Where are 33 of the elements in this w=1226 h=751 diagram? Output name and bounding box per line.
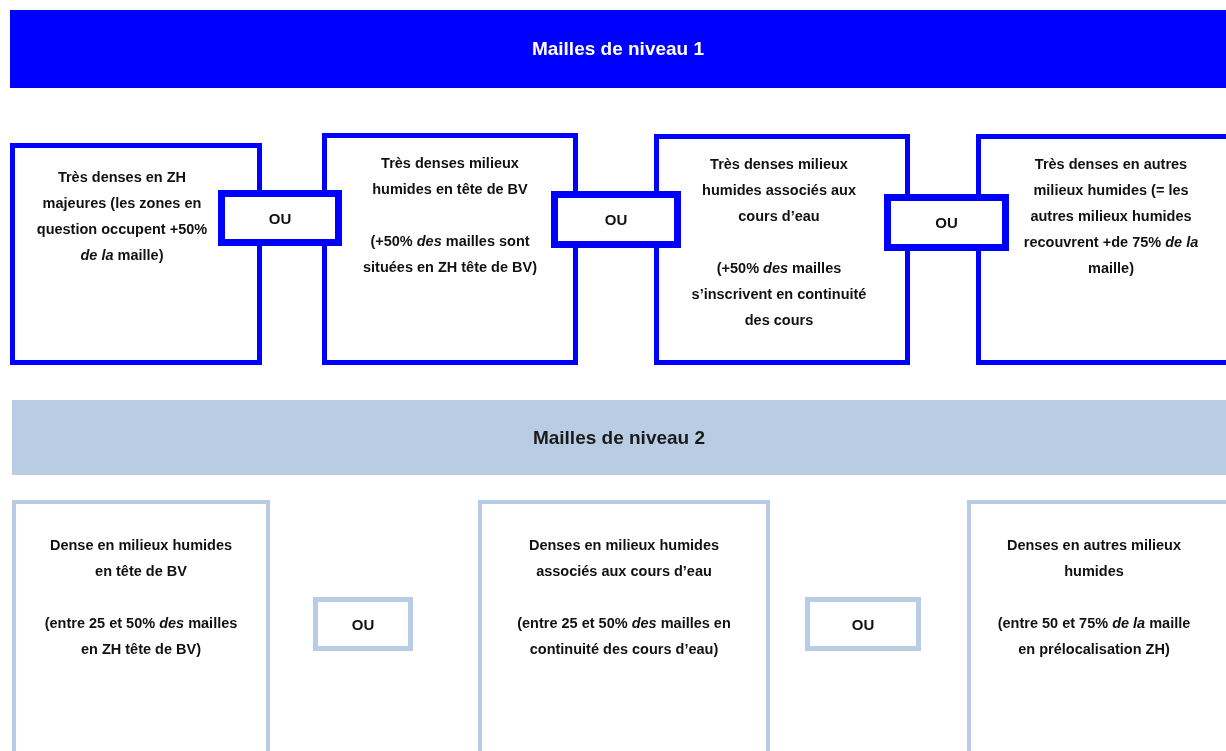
criterion-box [654, 134, 910, 365]
criterion-text: Très denses milieux humides en tête de BV [371, 154, 529, 199]
banner-title: Mailles de niveau 1 [531, 38, 705, 60]
level-banner [10, 10, 1226, 88]
criterion-text: Très denses en autres milieux humides (= les autres milieux humides recouvrent +de 75% de la maille) [1022, 155, 1200, 278]
criterion-text: Dense en milieux humides en tête de BV [48, 536, 234, 581]
criterion-detail: (entre 25 et 50% des mailles en ZH tête de BV) [44, 614, 238, 659]
or-label: OU [351, 615, 375, 633]
or-box [551, 191, 681, 248]
or-box [313, 597, 413, 651]
level-banner [12, 400, 1226, 475]
or-label: OU [935, 214, 958, 231]
criterion-text: Denses en autres milieux humides [1005, 536, 1183, 581]
criterion-box [478, 500, 770, 751]
criterion-detail: (+50% des mailles s’inscrivent en continuité des cours [690, 259, 868, 330]
or-box [805, 597, 921, 651]
or-label: OU [268, 209, 292, 227]
criterion-text: Très denses milieux humides associés aux cours d’eau [701, 155, 857, 226]
criterion-text: Denses en milieux humides associés aux cours d’eau [527, 536, 721, 581]
or-box [884, 194, 1009, 251]
criterion-box [12, 500, 270, 751]
or-label: OU [851, 615, 875, 633]
criterion-detail: (entre 25 et 50% des mailles en continuité des cours d’eau) [516, 614, 732, 659]
criterion-detail: (+50% des mailles sont situées en ZH tête de BV) [361, 232, 538, 277]
criterion-box [976, 134, 1226, 365]
or-label: OU [604, 211, 628, 228]
criterion-box [10, 143, 262, 365]
criterion-detail: (entre 50 et 75% de la maille en prélocalisation ZH) [996, 614, 1192, 659]
banner-title: Mailles de niveau 2 [532, 426, 706, 449]
criterion-text: Très denses en ZH majeures (les zones en question occupent +50% de la maille) [35, 168, 209, 265]
criterion-box [322, 133, 578, 365]
or-box [218, 190, 342, 246]
criterion-box [967, 500, 1226, 751]
